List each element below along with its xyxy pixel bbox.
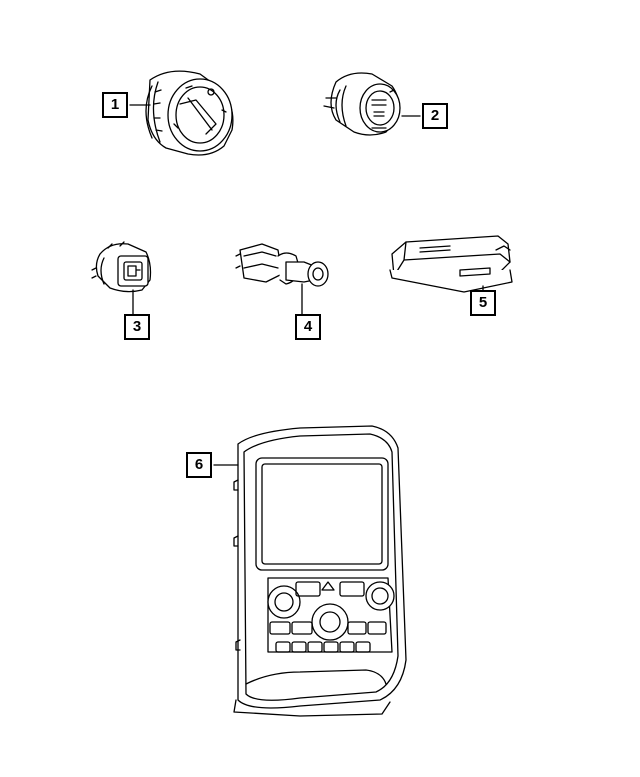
- brake-lamp-switch-part: [235, 243, 329, 315]
- ignition-switch-part: [323, 72, 421, 136]
- callout-4: 4: [295, 314, 321, 340]
- fuel-door-switch-part: [91, 241, 152, 315]
- callout-3: 3: [124, 314, 150, 340]
- callout-5: 5: [470, 290, 496, 316]
- headlamp-switch-part: [129, 70, 234, 156]
- callout-2: 2: [422, 103, 448, 129]
- radio-bezel-part: [213, 425, 407, 717]
- callout-6: 6: [186, 452, 212, 478]
- switch-module-part: [389, 235, 513, 293]
- callout-1: 1: [102, 92, 128, 118]
